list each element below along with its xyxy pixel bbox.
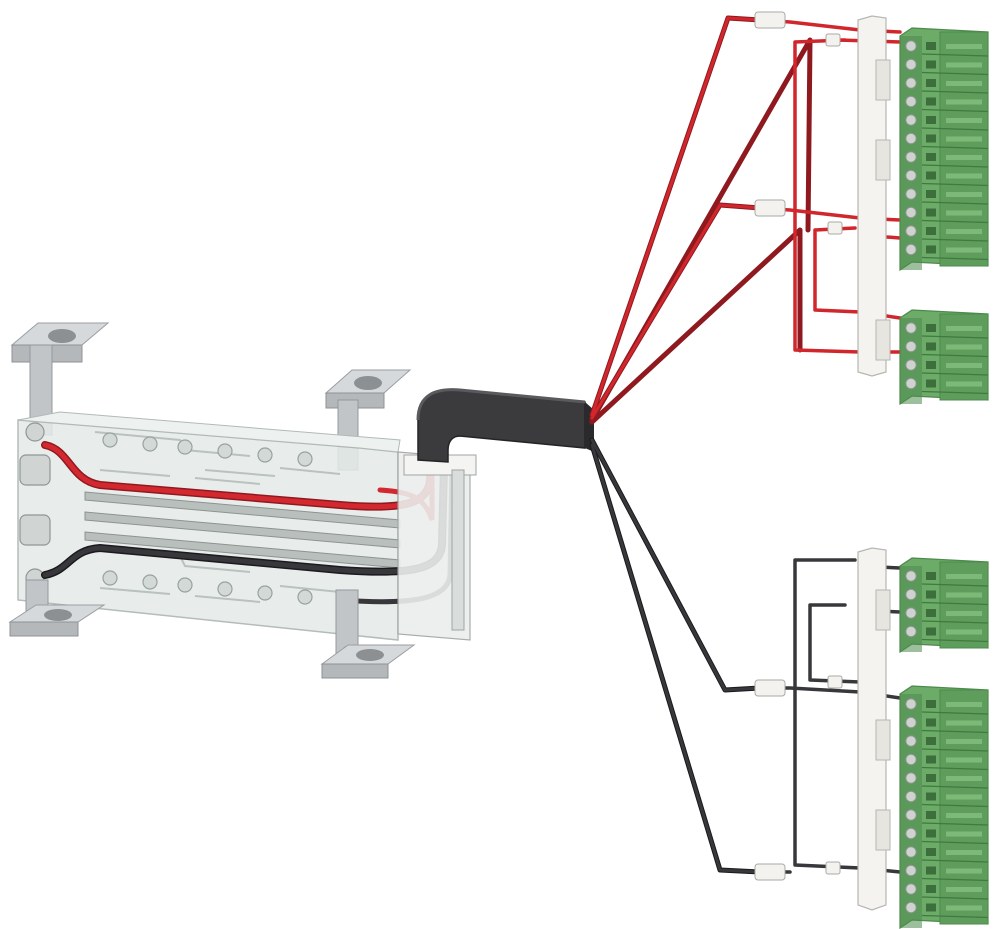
mounting-bracket-bottom-left <box>8 579 106 637</box>
terminal-block-layer <box>899 27 989 929</box>
cable-sleeve <box>416 388 594 463</box>
mounting-bracket-bottom-right <box>320 589 416 679</box>
black-wire-bundle <box>589 437 902 875</box>
terminal-holder-top <box>857 15 891 377</box>
plate-screw-row-top <box>102 432 313 467</box>
busbar-assembly <box>8 322 477 679</box>
terminal-holder-bottom <box>857 547 891 911</box>
wire-clips <box>754 11 843 881</box>
terminal-block-black-4pole <box>899 557 989 654</box>
busbar-end-cover <box>397 451 477 641</box>
mounting-bracket-top-left <box>10 322 110 436</box>
terminal-block-red-12pole <box>899 27 989 272</box>
busbar-strips <box>84 491 401 569</box>
red-wire-bundle <box>589 15 902 425</box>
terminal-block-black-12pole <box>899 685 989 929</box>
terminal-block-red-4pole <box>899 309 989 406</box>
plate-screw-row-bottom <box>102 570 313 605</box>
